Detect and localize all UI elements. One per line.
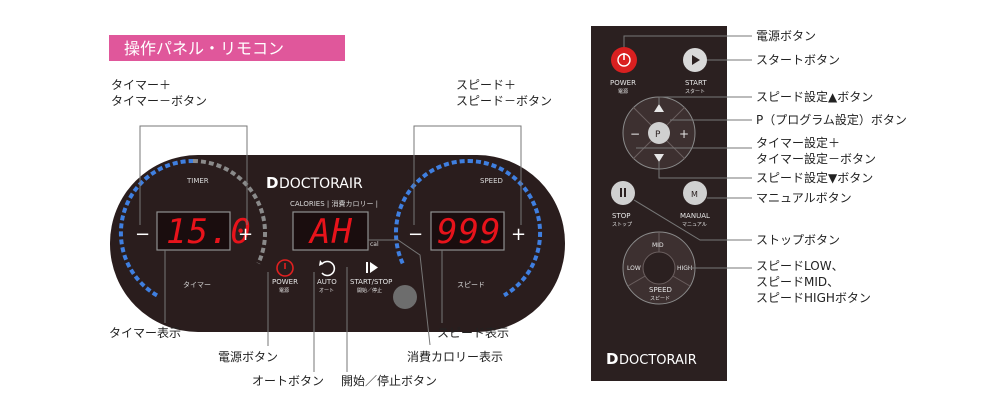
timer-minus-button[interactable]: − xyxy=(135,224,150,245)
panel-startstop-label-jp: 開始／停止 xyxy=(357,287,382,294)
calories-unit: cal xyxy=(370,241,379,248)
timer-plus-button[interactable]: + xyxy=(238,224,253,245)
power-icon xyxy=(617,53,631,67)
annotation-power-button: 電源ボタン xyxy=(218,350,278,364)
remote-dpad: − + P xyxy=(622,96,696,170)
remote-brand: D DOCTORAIR xyxy=(606,350,697,368)
speed-label: SPEED xyxy=(480,177,503,185)
speed-display xyxy=(430,211,505,251)
pause-icon xyxy=(620,188,626,197)
panel-round-button[interactable] xyxy=(393,285,417,309)
remote-start-button[interactable]: START スタート xyxy=(683,48,707,95)
annotation-speed-minus: スピード－ボタン xyxy=(456,94,552,108)
remote-manual-label-jp: マニュアル xyxy=(682,222,707,228)
panel-power-button[interactable]: POWER 電源 xyxy=(272,259,298,294)
annotation-startstop-button: 開始／停止ボタン xyxy=(341,373,437,388)
remote-start-label: START xyxy=(685,79,707,87)
speed-dial-arc xyxy=(394,159,543,298)
panel-power-label: POWER xyxy=(272,278,298,286)
annotation-timer-display: タイマー表示 xyxy=(109,326,181,340)
annotation-remote-timer-plus: タイマー設定＋ xyxy=(756,135,840,150)
remote-speed-ring: MID LOW HIGH SPEED スピード xyxy=(622,231,696,305)
timer-label-jp: タイマー xyxy=(183,280,211,289)
annotation-timer-minus: タイマー－ボタン xyxy=(111,94,207,108)
annotation-remote-start: スタートボタン xyxy=(756,53,840,67)
annotation-remote-speed-low: スピードLOW、 xyxy=(756,259,844,273)
remote-stop-label-jp: ストップ xyxy=(612,222,632,228)
annotation-remote-stop: ストップボタン xyxy=(756,233,840,247)
remote-minus-button[interactable]: − xyxy=(630,127,640,141)
remote-p-button[interactable] xyxy=(648,122,670,144)
remote-power-label-jp: 電源 xyxy=(618,88,628,95)
title-tag: 操作パネル・リモコン xyxy=(109,35,345,61)
annotation-remote-speed-high: スピードHIGHボタン xyxy=(756,291,871,305)
panel-auto-button[interactable]: AUTO オート xyxy=(317,260,337,294)
calories-value: AH xyxy=(308,212,353,252)
annotation-remote-manual: マニュアルボタン xyxy=(756,191,852,205)
triangle-down-icon[interactable] xyxy=(654,154,664,162)
remote-manual-button[interactable]: M MANUAL マニュアル xyxy=(680,181,710,228)
dial-arc-segment xyxy=(118,159,194,298)
annotation-remote-power: 電源ボタン xyxy=(756,29,816,43)
remote-leader-lines xyxy=(623,35,752,269)
remote-start-label-jp: スタート xyxy=(685,88,705,95)
panel-brand-text: DOCTORAIR xyxy=(279,176,363,192)
panel-brand: D DOCTORAIR xyxy=(266,174,363,192)
remote-stop-label: STOP xyxy=(612,212,630,220)
remote-power-label: POWER xyxy=(610,79,636,87)
speed-value: 999 xyxy=(437,212,501,252)
speed-label-jp: スピード xyxy=(457,281,485,289)
annotation-remote-speed-down: スピード設定▼ボタン xyxy=(756,170,873,185)
remote-stop-button[interactable]: STOP ストップ xyxy=(611,181,635,228)
remote-manual-label: MANUAL xyxy=(680,212,710,220)
speed-minus-button[interactable]: − xyxy=(408,224,423,245)
calories-label: CALORIES | 消費カロリー | xyxy=(290,199,378,208)
annotation-remote-speed-up: スピード設定▲ボタン xyxy=(756,89,873,104)
timer-label: TIMER xyxy=(186,177,209,185)
remote-mid-button[interactable]: MID xyxy=(652,242,664,249)
dial-arc-segment xyxy=(192,159,267,265)
title-tag-text: 操作パネル・リモコン xyxy=(124,39,284,58)
speed-plus-button[interactable]: + xyxy=(511,224,526,245)
doctorair-logo-icon: D xyxy=(606,350,618,368)
annotation-speed-plus: スピード＋ xyxy=(456,78,516,92)
remote-high-button[interactable]: HIGH xyxy=(677,265,692,272)
timer-value: 15.0 xyxy=(166,212,252,252)
remote-p-label: P xyxy=(655,130,661,140)
annotation-auto-button: オートボタン xyxy=(252,374,324,388)
remote-speed-label-jp: スピード xyxy=(650,296,670,302)
control-panel: D DOCTORAIR TIMER SPEED CALORIES | 消費カロリ… xyxy=(110,155,565,332)
remote-plus-button[interactable]: + xyxy=(679,127,689,141)
panel-startstop-button[interactable]: START/STOP 開始／停止 xyxy=(350,262,392,294)
triangle-up-icon[interactable] xyxy=(654,104,664,112)
timer-dial-arc xyxy=(118,159,267,298)
dial-arc-segment xyxy=(467,159,543,298)
remote-m-label: M xyxy=(691,190,698,199)
panel-auto-label-jp: オート xyxy=(319,288,334,294)
play-icon xyxy=(692,55,700,65)
panel-auto-label: AUTO xyxy=(317,278,337,286)
dial-arc-segment xyxy=(394,159,469,265)
annotation-remote-program: P（プログラム設定）ボタン xyxy=(756,112,907,127)
remote-control: POWER 電源 START スタート − + P xyxy=(591,26,727,381)
play-pause-icon xyxy=(366,262,378,273)
annotation-timer-plus: タイマー＋ xyxy=(111,78,171,92)
calories-display xyxy=(292,211,369,251)
refresh-icon xyxy=(319,260,336,277)
panel-startstop-label: START/STOP xyxy=(350,278,392,286)
remote-brand-text: DOCTORAIR xyxy=(619,353,697,368)
remote-low-button[interactable]: LOW xyxy=(627,265,641,272)
annotation-calories-display: 消費カロリー表示 xyxy=(407,349,503,364)
annotation-remote-timer-minus: タイマー設定－ボタン xyxy=(756,151,876,166)
remote-speed-label: SPEED xyxy=(649,286,672,294)
panel-leader-lines xyxy=(139,125,522,372)
annotation-speed-display: スピード表示 xyxy=(437,326,509,340)
panel-power-label-jp: 電源 xyxy=(279,287,289,294)
remote-power-button[interactable]: POWER 電源 xyxy=(610,47,637,95)
doctorair-logo-icon: D xyxy=(266,174,278,192)
timer-display xyxy=(156,211,231,251)
annotation-remote-speed-mid: スピードMID、 xyxy=(756,275,839,289)
